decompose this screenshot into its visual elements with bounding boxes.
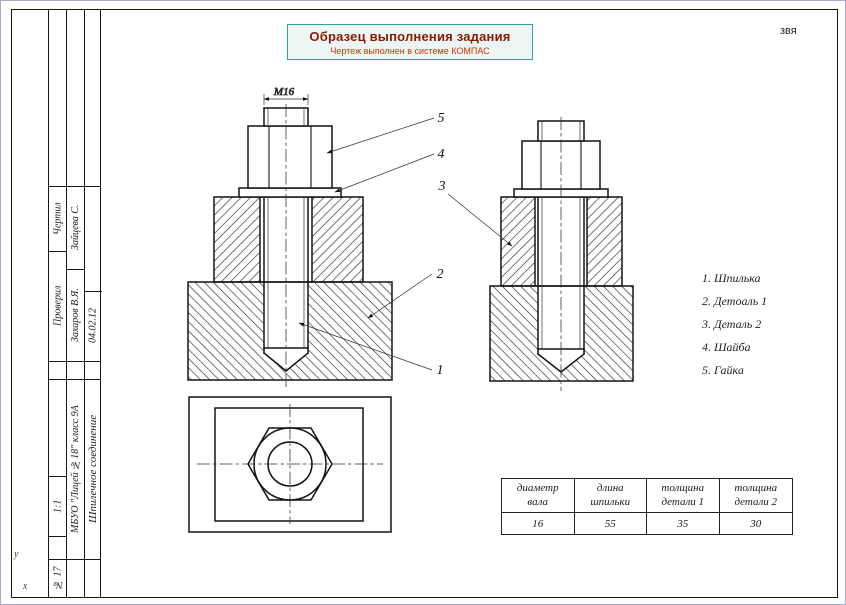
parts-list-item: 2. Детоаль 1 (702, 294, 768, 308)
table-value-cell: 30 (750, 517, 762, 530)
table-header-line: толщина (661, 481, 705, 494)
table-header-cell: толщина детали 2 (719, 479, 792, 513)
stamp-sheet-number: № 17 (52, 566, 64, 591)
thread-dimension-label: M16 (273, 86, 295, 98)
callout-leaders (298, 117, 513, 371)
stamp-organization: МБУО "Лицей №18" класс 9А (70, 405, 81, 533)
sample-header-box: Образец выполнения задания Чертеж выполн… (287, 24, 533, 60)
bottom-left-mark: х (23, 581, 28, 592)
sample-title: Образец выполнения задания (309, 28, 511, 44)
table-header-cell: длина шпильки (574, 479, 647, 513)
table-header-cell: толщина детали 1 (647, 479, 720, 513)
stamp-divider (49, 559, 100, 560)
parts-list-item: 5. Гайка (702, 363, 744, 377)
callout-1: 1 (437, 363, 444, 378)
table-value-cell: 16 (502, 513, 575, 534)
stamp-divider (66, 269, 84, 270)
stamp-divider (49, 186, 100, 187)
table-header-line: детали 1 (661, 495, 705, 508)
table-header-line: длина (596, 481, 624, 494)
drawing-frame (11, 9, 838, 598)
stamp-checked-label: Проверил (52, 285, 64, 327)
stamp-divider (84, 9, 85, 598)
parts-list: 1. Шпилька 2. Детоаль 1 3. Деталь 2 4. Ш… (702, 271, 842, 386)
stamp-divider (49, 251, 67, 252)
stamp-divider (49, 536, 67, 537)
table-value-cell: 55 (575, 513, 647, 534)
side-section-view (489, 117, 634, 391)
callout-2: 2 (437, 267, 444, 282)
stamp-divider (84, 291, 102, 292)
plate2-outline (187, 281, 393, 381)
stamp-divider (49, 476, 67, 477)
parameters-table: диаметр вала длина шпильки толщина детал… (501, 478, 793, 535)
parts-list-item: 3. Деталь 2 (702, 317, 762, 331)
plate2-hatch-right (490, 286, 633, 381)
table-header-cell: диаметр вала (502, 479, 575, 513)
table-header-line: вала (527, 495, 549, 508)
top-right-mark: звя (780, 25, 797, 37)
top-view (188, 396, 392, 533)
plate1-hatch-right (501, 197, 622, 286)
bottom-left-mark: у (14, 549, 19, 560)
parts-list-item: 4. Шайба (702, 340, 751, 354)
dimension-m16: M16 (263, 86, 309, 105)
callout-3: 3 (438, 179, 446, 194)
callout-4: 4 (438, 147, 445, 162)
parts-list-item: 1. Шпилька (702, 271, 761, 285)
table-header-line: толщина (734, 481, 778, 494)
stamp-checked-name: Захаров В.Я. (70, 288, 81, 342)
stamp-divider (49, 379, 100, 380)
stamp-drawing-title: Шпилечное соединение (87, 414, 99, 524)
stamp-drawn-name: Зайцева С. (70, 204, 81, 251)
stamp-date: 04.02.12 (87, 308, 99, 344)
table-header-line: диаметр (516, 481, 559, 494)
washer-front (238, 187, 342, 198)
stamp-scale: 1:1 (52, 499, 64, 513)
table-header-line: шпильки (590, 495, 631, 508)
plate1-hatch (214, 197, 363, 282)
stamp-divider (49, 361, 100, 362)
stamp-divider (66, 9, 67, 598)
callout-5: 5 (438, 111, 445, 126)
plate2-hatch (188, 282, 392, 380)
table-value-cell: 35 (647, 513, 720, 534)
title-block: Чертил Проверил 1:1 № 17 Зайцева С. Заха… (48, 9, 102, 598)
sample-subtitle: Чертеж выполнен в системе КОМПАС (330, 45, 490, 56)
table-header-line: детали 2 (734, 495, 778, 508)
stud-front (262, 196, 310, 372)
front-section-view: M16 (187, 86, 393, 389)
stamp-drawn-label: Чертил (52, 202, 64, 235)
nut-front (247, 125, 333, 189)
